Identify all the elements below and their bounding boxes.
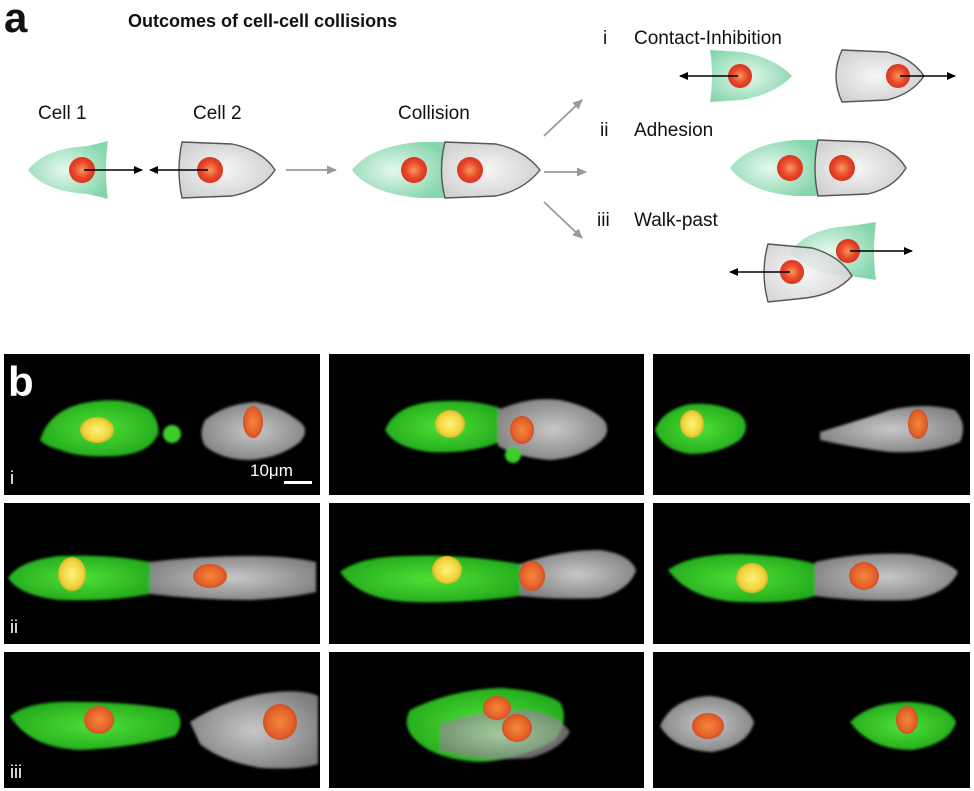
outcome-ii-label: Adhesion <box>634 120 713 141</box>
collision-label: Collision <box>398 103 470 124</box>
outcome-ii-numeral: ii <box>600 120 608 141</box>
row-iii-numeral: iii <box>10 762 22 782</box>
outcome-iii-cells <box>729 222 913 303</box>
micrograph-row-ii: ii <box>4 503 970 644</box>
panel-a-title: Outcomes of cell-cell collisions <box>128 11 397 31</box>
scale-bar <box>284 481 312 484</box>
cell1-nucleus <box>69 157 95 183</box>
panel-b-micrographs: b i 10μm ii <box>4 354 970 788</box>
outcome-ii-cells <box>730 139 907 197</box>
cell2-label: Cell 2 <box>193 103 242 124</box>
outcome-iii-label: Walk-past <box>634 210 718 231</box>
cell2-shape <box>149 141 276 199</box>
cell1-label: Cell 1 <box>38 103 87 124</box>
arrow-to-outcome-iii <box>543 201 583 239</box>
cell1-shape <box>28 141 143 199</box>
cell2-nucleus <box>197 157 223 183</box>
scale-bar-label: 10μm <box>250 461 293 480</box>
row-i-numeral: i <box>10 468 14 488</box>
outcome-i-label: Contact-Inhibition <box>634 28 782 49</box>
outcome-iii-numeral: iii <box>597 210 610 231</box>
micrograph-row-i: b i 10μm <box>4 354 970 495</box>
panel-a-letter: a <box>4 0 28 41</box>
arrow-to-outcome-i <box>543 99 583 137</box>
micrograph-row-iii: iii <box>4 652 970 788</box>
collision-cells <box>352 141 541 199</box>
panel-a-schematic: a Outcomes of cell-cell collisions Cell … <box>4 0 956 303</box>
outcome-i-numeral: i <box>603 28 607 49</box>
panel-b-letter: b <box>8 358 34 405</box>
row-ii-numeral: ii <box>10 617 18 637</box>
outcome-i-cells <box>679 49 956 103</box>
